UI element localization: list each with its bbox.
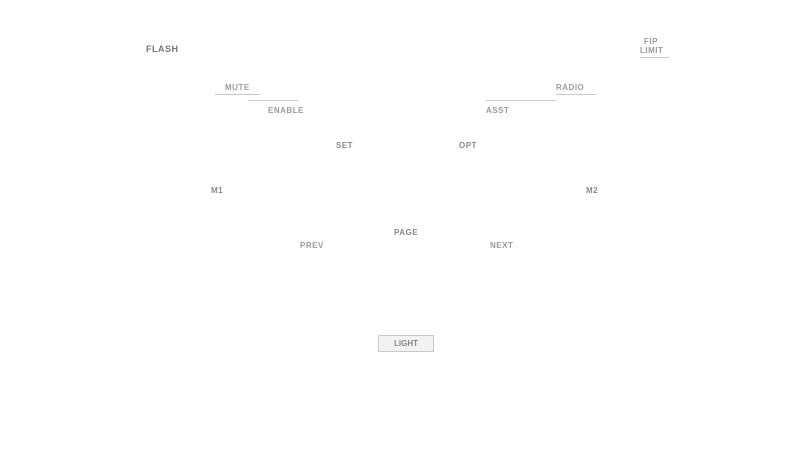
light-button[interactable]: LIGHT	[378, 335, 434, 352]
set-button[interactable]: SET	[336, 141, 354, 150]
top-right-label-2: LIMIT	[640, 46, 664, 55]
page-label: PAGE	[394, 228, 419, 237]
assist-button[interactable]: ASST	[486, 106, 510, 115]
divider	[640, 57, 670, 58]
divider	[556, 94, 596, 95]
next-button[interactable]: NEXT	[490, 241, 514, 250]
radio-label: RADIO	[556, 83, 585, 92]
m2-button[interactable]: M2	[586, 186, 599, 195]
page-title: FLASH	[146, 44, 179, 54]
m1-button[interactable]: M1	[211, 186, 224, 195]
divider	[215, 94, 260, 95]
top-right-label-1: FIP	[644, 37, 658, 46]
enable-button[interactable]: ENABLE	[268, 106, 304, 115]
prev-button[interactable]: PREV	[300, 241, 324, 250]
mute-label: MUTE	[225, 83, 250, 92]
opt-button[interactable]: OPT	[459, 141, 477, 150]
divider	[486, 100, 556, 101]
divider	[248, 100, 298, 101]
